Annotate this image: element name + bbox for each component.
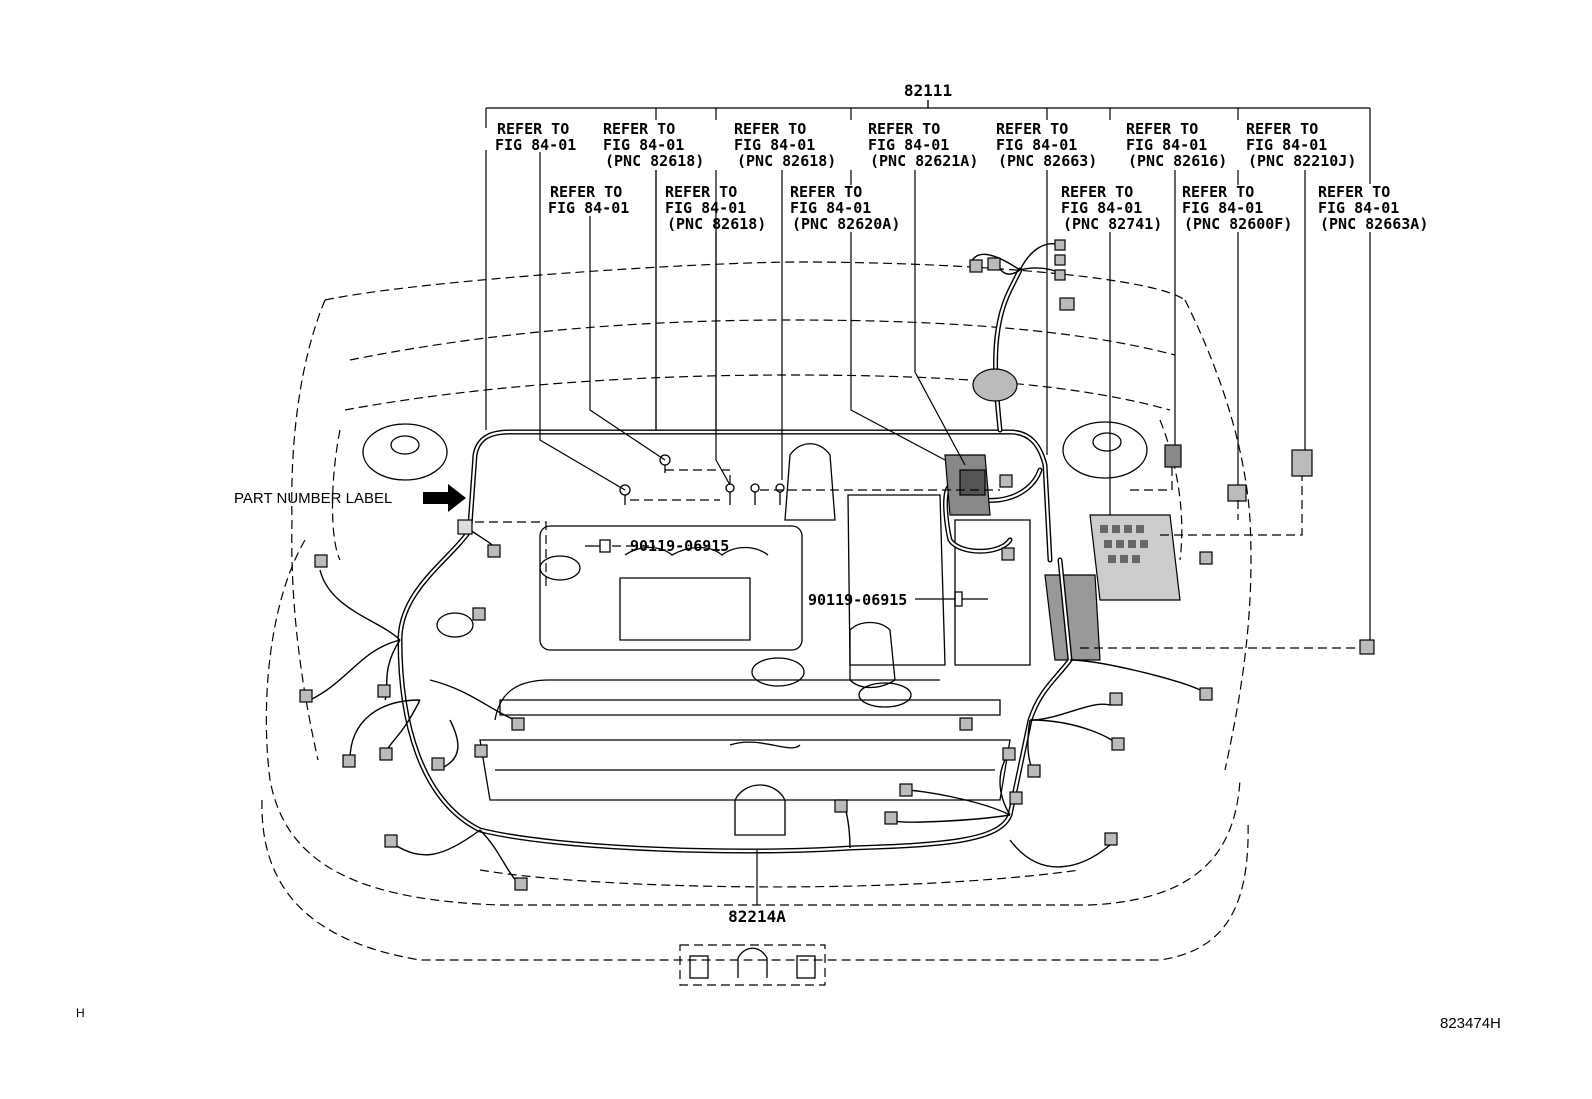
part-number-82214A: 82214A — [728, 907, 786, 926]
engine-bay — [362, 421, 1181, 986]
bolt-label-2: 90119-06915 — [808, 591, 907, 609]
corner-mark: H — [76, 1006, 85, 1020]
callout-11-l3: (PNC 82741) — [1063, 215, 1162, 233]
leader-lines — [475, 100, 1371, 905]
callout-11: REFER TO FIG 84-01 (PNC 82741) — [1061, 183, 1162, 233]
callout-6: REFER TO FIG 84-01 (PNC 82616) — [1126, 120, 1227, 170]
callout-4-l2: FIG 84-01 — [868, 136, 949, 154]
license-plate — [679, 944, 826, 986]
callout-11-l1: REFER TO — [1061, 183, 1133, 201]
part-number-82111: 82111 — [904, 81, 952, 100]
callout-9: REFER TO FIG 84-01 (PNC 82618) — [665, 183, 766, 233]
engine-room-harness-82214A — [299, 474, 1213, 891]
callout-9-l3: (PNC 82618) — [667, 215, 766, 233]
callout-2-l3: (PNC 82618) — [605, 152, 704, 170]
bolt-label-1: 90119-06915 — [630, 537, 729, 555]
callout-12: REFER TO FIG 84-01 (PNC 82600F) — [1182, 183, 1292, 233]
callout-9-l1: REFER TO — [665, 183, 737, 201]
callout-6-l2: FIG 84-01 — [1126, 136, 1207, 154]
figure-id: 823474H — [1440, 1015, 1501, 1032]
vehicle-body-outline — [261, 261, 1252, 961]
callout-11-l2: FIG 84-01 — [1061, 199, 1142, 217]
callout-row-2: REFER TO FIG 84-01 REFER TO FIG 84-01 (P… — [548, 183, 1428, 233]
callout-13: REFER TO FIG 84-01 (PNC 82663A) — [1318, 183, 1428, 233]
part-number-label-arrow — [423, 484, 466, 512]
callout-2-l2: FIG 84-01 — [603, 136, 684, 154]
callout-1-l2: FIG 84-01 — [495, 136, 576, 154]
callout-6-l1: REFER TO — [1126, 120, 1198, 138]
callout-4-l1: REFER TO — [868, 120, 940, 138]
callout-3-l1: REFER TO — [734, 120, 806, 138]
callout-12-l1: REFER TO — [1182, 183, 1254, 201]
callout-8: REFER TO FIG 84-01 — [548, 183, 629, 217]
callout-12-l2: FIG 84-01 — [1182, 199, 1263, 217]
callout-3-l3: (PNC 82618) — [737, 152, 836, 170]
callout-2: REFER TO FIG 84-01 (PNC 82618) — [603, 120, 704, 170]
callout-1: REFER TO FIG 84-01 — [495, 120, 576, 154]
main-harness — [467, 239, 1375, 655]
callout-8-l2: FIG 84-01 — [548, 199, 629, 217]
callout-10-l2: FIG 84-01 — [790, 199, 871, 217]
callout-5-l1: REFER TO — [996, 120, 1068, 138]
fasteners — [457, 454, 988, 607]
callout-13-l1: REFER TO — [1318, 183, 1390, 201]
callout-9-l2: FIG 84-01 — [665, 199, 746, 217]
callout-3: REFER TO FIG 84-01 (PNC 82618) — [734, 120, 836, 170]
callout-2-l1: REFER TO — [603, 120, 675, 138]
callout-13-l3: (PNC 82663A) — [1320, 215, 1428, 233]
callout-4: REFER TO FIG 84-01 (PNC 82621A) — [868, 120, 978, 170]
callout-7-l1: REFER TO — [1246, 120, 1318, 138]
callout-3-l2: FIG 84-01 — [734, 136, 815, 154]
callout-5-l3: (PNC 82663) — [998, 152, 1097, 170]
callout-row-1: REFER TO FIG 84-01 REFER TO FIG 84-01 (P… — [495, 120, 1356, 170]
callout-7: REFER TO FIG 84-01 (PNC 82210J) — [1246, 120, 1356, 170]
callout-4-l3: (PNC 82621A) — [870, 152, 978, 170]
callout-6-l3: (PNC 82616) — [1128, 152, 1227, 170]
callout-8-l1: REFER TO — [550, 183, 622, 201]
callout-1-l1: REFER TO — [497, 120, 569, 138]
callout-13-l2: FIG 84-01 — [1318, 199, 1399, 217]
callout-5: REFER TO FIG 84-01 (PNC 82663) — [996, 120, 1097, 170]
callout-5-l2: FIG 84-01 — [996, 136, 1077, 154]
callout-12-l3: (PNC 82600F) — [1184, 215, 1292, 233]
callout-7-l2: FIG 84-01 — [1246, 136, 1327, 154]
callout-10-l1: REFER TO — [790, 183, 862, 201]
relay-block — [1044, 514, 1181, 661]
callout-10: REFER TO FIG 84-01 (PNC 82620A) — [790, 183, 900, 233]
callout-7-l3: (PNC 82210J) — [1248, 152, 1356, 170]
part-number-label-caption: PART NUMBER LABEL — [234, 490, 392, 507]
callout-10-l3: (PNC 82620A) — [792, 215, 900, 233]
